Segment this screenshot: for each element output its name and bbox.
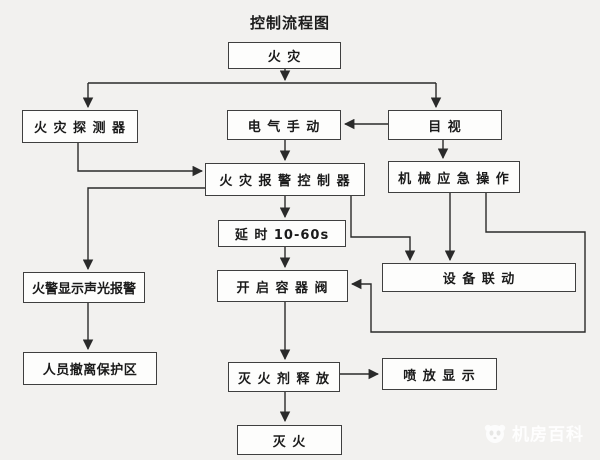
- watermark-text: 机房百科: [512, 425, 584, 445]
- node-open-container-valve-label: 开 启 容 器 阀: [236, 280, 329, 296]
- node-extinguishing-agent-release-label: 灭 火 剂 释 放: [237, 371, 331, 387]
- diagram-title: 控制流程图: [249, 14, 330, 32]
- node-electric-manual: 电 气 手 动: [227, 110, 341, 140]
- node-mechanical-emergency-operation: 机 械 应 急 操 作: [388, 161, 520, 193]
- node-visual: 目 视: [388, 110, 502, 140]
- node-equipment-linkage: 设 备 联 动: [382, 263, 576, 292]
- node-fire-detector-label: 火 灾 探 测 器: [33, 121, 127, 136]
- panda-logo-icon: [484, 424, 506, 443]
- node-equipment-linkage-label: 设 备 联 动: [442, 272, 516, 287]
- node-electric-manual-label: 电 气 手 动: [247, 119, 321, 135]
- node-fire-alarm-sound-light-display-label: 火警显示声光报警: [31, 282, 136, 297]
- node-visual-label: 目 视: [428, 119, 462, 135]
- node-delay-label: 延 时 10-60s: [234, 228, 330, 243]
- node-spray-display-label: 喷 放 显 示: [403, 368, 476, 384]
- node-fire-label: 火 灾: [267, 50, 302, 65]
- node-extinguishing-agent-release: 灭 火 剂 释 放: [228, 362, 340, 392]
- node-personnel-evacuate-protected-area-label: 人员撤离保护区: [42, 363, 138, 378]
- node-fire-alarm-controller: 火 灾 报 警 控 制 器: [205, 163, 365, 196]
- node-fire-detector: 火 灾 探 测 器: [22, 110, 138, 143]
- node-delay: 延 时 10-60s: [218, 220, 346, 247]
- node-extinguish-label: 灭 火: [272, 434, 307, 450]
- node-fire: 火 灾: [228, 42, 341, 69]
- node-spray-display: 喷 放 显 示: [382, 358, 497, 390]
- node-extinguish: 灭 火: [237, 425, 342, 455]
- node-personnel-evacuate-protected-area: 人员撤离保护区: [23, 352, 157, 385]
- node-fire-alarm-controller-label: 火 灾 报 警 控 制 器: [219, 174, 351, 189]
- node-open-container-valve: 开 启 容 器 阀: [217, 270, 348, 302]
- watermark: 机房百科: [483, 420, 584, 445]
- node-fire-alarm-sound-light-display: 火警显示声光报警: [23, 272, 145, 303]
- node-mechanical-emergency-operation-label: 机 械 应 急 操 作: [398, 171, 510, 187]
